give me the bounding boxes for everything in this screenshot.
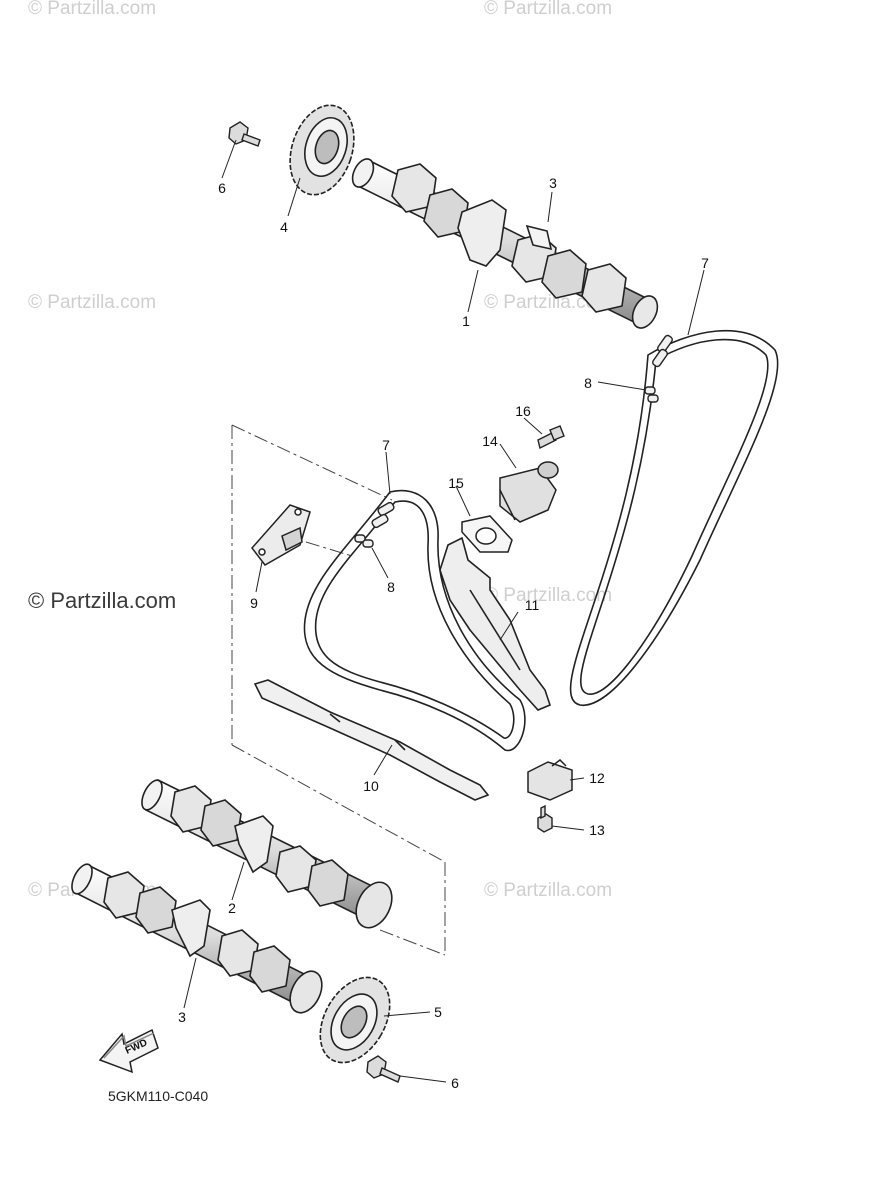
diagram-code: 5GKM110-C040: [108, 1088, 209, 1104]
callout-14: 14: [482, 433, 498, 449]
right-timing-chain: [569, 329, 779, 706]
callout-1: 1: [462, 313, 470, 329]
callout-9: 9: [250, 595, 258, 611]
lower-camshaft-2: [141, 778, 393, 929]
callout-8-right: 8: [584, 375, 592, 391]
lower-camshaft-3: [71, 863, 323, 1014]
watermark-center-right: © Partzilla.com: [484, 585, 613, 606]
upper-bolt: [228, 121, 261, 147]
chain-stopper-plate: [251, 504, 311, 566]
watermark-mid-right: © Partzilla.com: [484, 292, 613, 313]
callout-11: 11: [525, 597, 540, 613]
callout-3-upper: 3: [549, 175, 557, 191]
callout-12: 12: [589, 770, 605, 786]
callout-6-lower: 6: [451, 1075, 459, 1091]
lower-bolt: [366, 1055, 401, 1083]
callout-10: 10: [363, 778, 379, 794]
assembly-frame: [231, 424, 446, 956]
callout-16: 16: [515, 403, 531, 419]
tensioner-gasket: [461, 515, 513, 553]
watermark-main: © Partzilla.com: [28, 588, 177, 613]
upper-sprocket: [289, 104, 355, 196]
watermark-top-right: © Partzilla.com: [484, 0, 613, 19]
right-chain-link: [644, 334, 673, 403]
chain-guide-lower: [253, 679, 490, 801]
watermark-low-right: © Partzilla.com: [484, 880, 613, 901]
left-chain-link: [354, 501, 395, 548]
watermark-top-left: © Partzilla.com: [28, 0, 157, 19]
callout-7-left: 7: [382, 437, 390, 453]
fwd-arrow-icon: FWD: [98, 1028, 159, 1074]
chain-tensioner: [499, 461, 559, 523]
left-timing-chain: [303, 489, 526, 752]
callout-13: 13: [589, 822, 605, 838]
upper-camshaft: [351, 158, 659, 329]
callout-labels: 6 4 3 1 7 8 16 14 7 15 9 8 11 10 12 13 2…: [178, 175, 709, 1091]
callout-3-lower: 3: [178, 1009, 186, 1025]
watermark-mid-left: © Partzilla.com: [28, 292, 157, 313]
guide-stopper-bolt: [537, 804, 553, 833]
callout-7-right: 7: [701, 255, 709, 271]
callout-4: 4: [280, 219, 288, 235]
leader-lines: [183, 139, 705, 1083]
callout-2: 2: [228, 900, 236, 916]
callout-15: 15: [448, 475, 464, 491]
callout-6-upper: 6: [218, 180, 226, 196]
callout-8-left: 8: [387, 579, 395, 595]
chain-guide-right: [439, 536, 551, 711]
callout-5: 5: [434, 1004, 442, 1020]
tensioner-bolt: [537, 425, 565, 450]
guide-stopper: [527, 759, 573, 801]
lower-sprocket: [319, 976, 391, 1064]
